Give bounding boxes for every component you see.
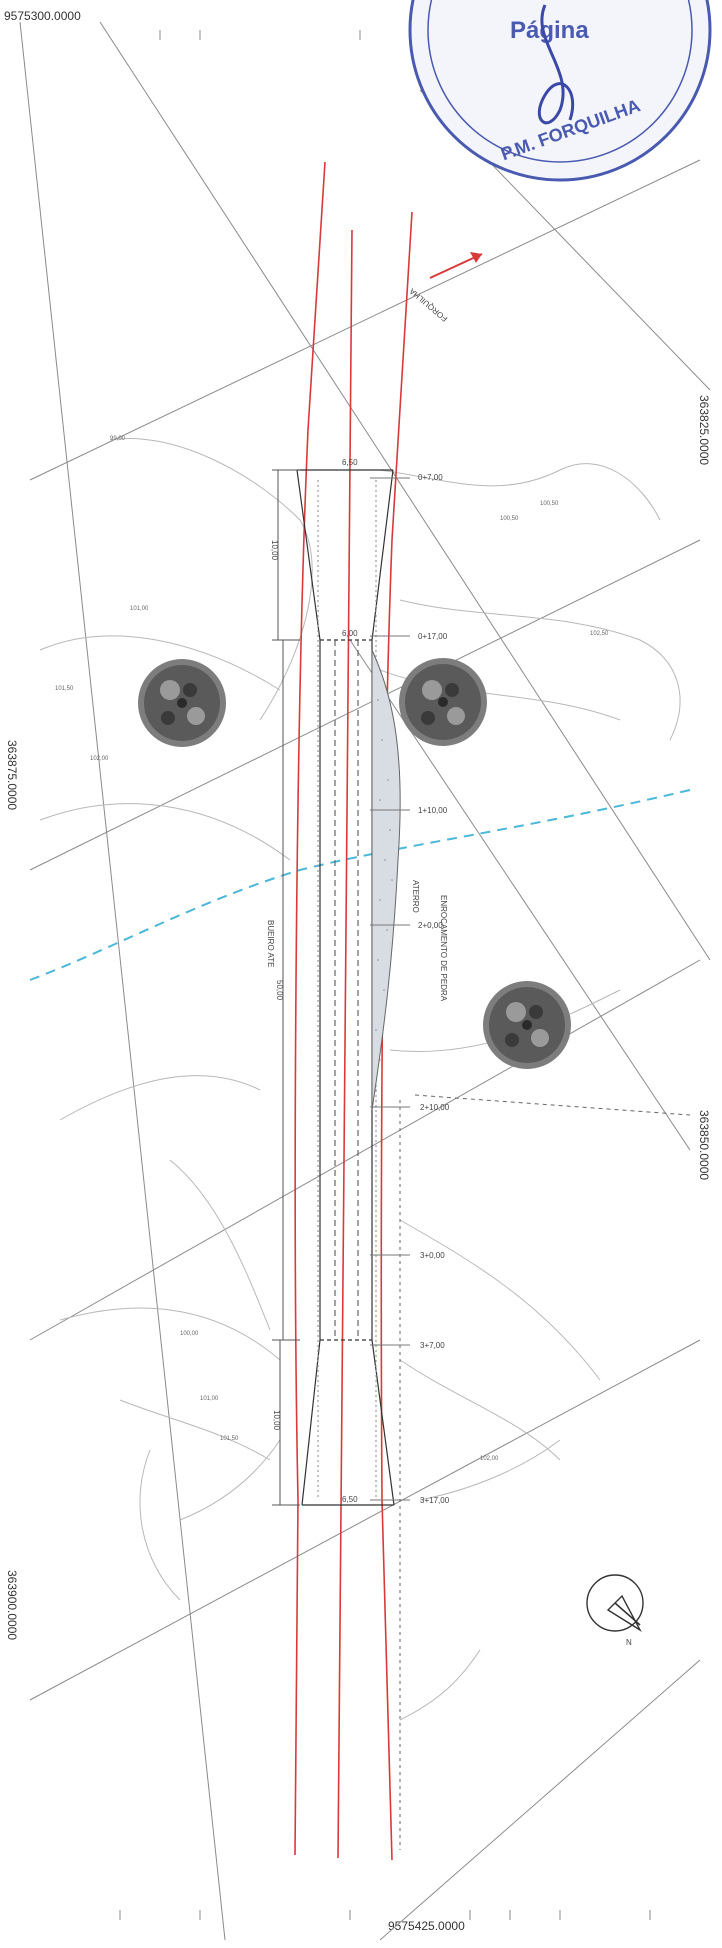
coord-right-upper: 363825.0000 (697, 395, 711, 465)
station-label: 3+0,00 (420, 1251, 445, 1260)
dimension-lines (272, 469, 300, 1506)
contour-labels: 99,00 101,00 100,50 101,50 102,00 100,00… (55, 436, 609, 1462)
contour-label: 100,50 (500, 516, 519, 522)
width-bot: 6,50 (342, 1495, 358, 1504)
station-label: 0+17,00 (418, 632, 448, 641)
station-label: 2+10,00 (420, 1103, 450, 1112)
contour-label: 102,00 (90, 756, 109, 762)
station-label: 0+7,00 (418, 473, 443, 482)
contour-label: 100,50 (540, 501, 559, 507)
tree-symbol (138, 659, 226, 747)
contour-label: 101,00 (130, 606, 149, 612)
contour-lines (39, 438, 681, 1721)
stamp-page-label: Página (510, 17, 589, 44)
station-label: 2+0,00 (418, 921, 443, 930)
station-marks (370, 477, 410, 1501)
north-letter: N (626, 1638, 632, 1647)
direction-arrow (429, 252, 483, 279)
bridge-deck (296, 469, 395, 1506)
contour-label: 101,00 (200, 1396, 219, 1402)
coord-left-upper: 363875.0000 (5, 740, 19, 810)
riprap-dots (375, 699, 393, 1091)
width-top: 6,50 (342, 458, 358, 467)
tree-symbol (399, 658, 487, 746)
grid-lines (19, 21, 711, 1941)
riprap-fill (371, 649, 401, 1111)
tree-symbol (483, 981, 571, 1069)
stream-line (29, 789, 691, 981)
dim-length-top: 10,00 (270, 540, 279, 561)
dim-length-mid: 50,00 (275, 980, 284, 1001)
station-label: 3+7,00 (420, 1341, 445, 1350)
station-label: 3+17,00 (420, 1496, 450, 1505)
coord-right-lower: 363850.0000 (697, 1110, 711, 1180)
contour-label: 99,00 (110, 436, 126, 442)
coord-bottom: 9575425.0000 (388, 1919, 465, 1933)
bueiro-label: BUEIRO ATE (266, 920, 275, 967)
direction-label: FORQUILHA (407, 286, 449, 323)
station-label: 1+10,00 (418, 806, 448, 815)
width-mid: 6,00 (342, 629, 358, 638)
contour-label: 102,00 (480, 1456, 499, 1462)
contour-label: 101,50 (220, 1436, 239, 1442)
tick-marks (119, 30, 651, 1920)
enrocamento-label: ENROCAMENTO DE PEDRA (439, 895, 448, 1002)
aterro-label: ATERRO (411, 880, 420, 913)
right-edge-ticks (399, 1094, 691, 1850)
coord-top: 9575300.0000 (4, 9, 81, 23)
north-arrow: N (586, 1574, 644, 1647)
contour-label: 102,50 (590, 631, 609, 637)
municipal-stamp: Página P.M. FORQUILHA (408, 0, 712, 182)
contour-label: 101,50 (55, 686, 74, 692)
coord-left-lower: 363900.0000 (5, 1570, 19, 1640)
station-labels: 0+7,00 0+17,00 1+10,00 2+0,00 2+10,00 3+… (418, 473, 450, 1505)
contour-label: 100,00 (180, 1331, 199, 1337)
road-edges (294, 161, 413, 1861)
dim-length-bot: 10,00 (272, 1410, 281, 1431)
